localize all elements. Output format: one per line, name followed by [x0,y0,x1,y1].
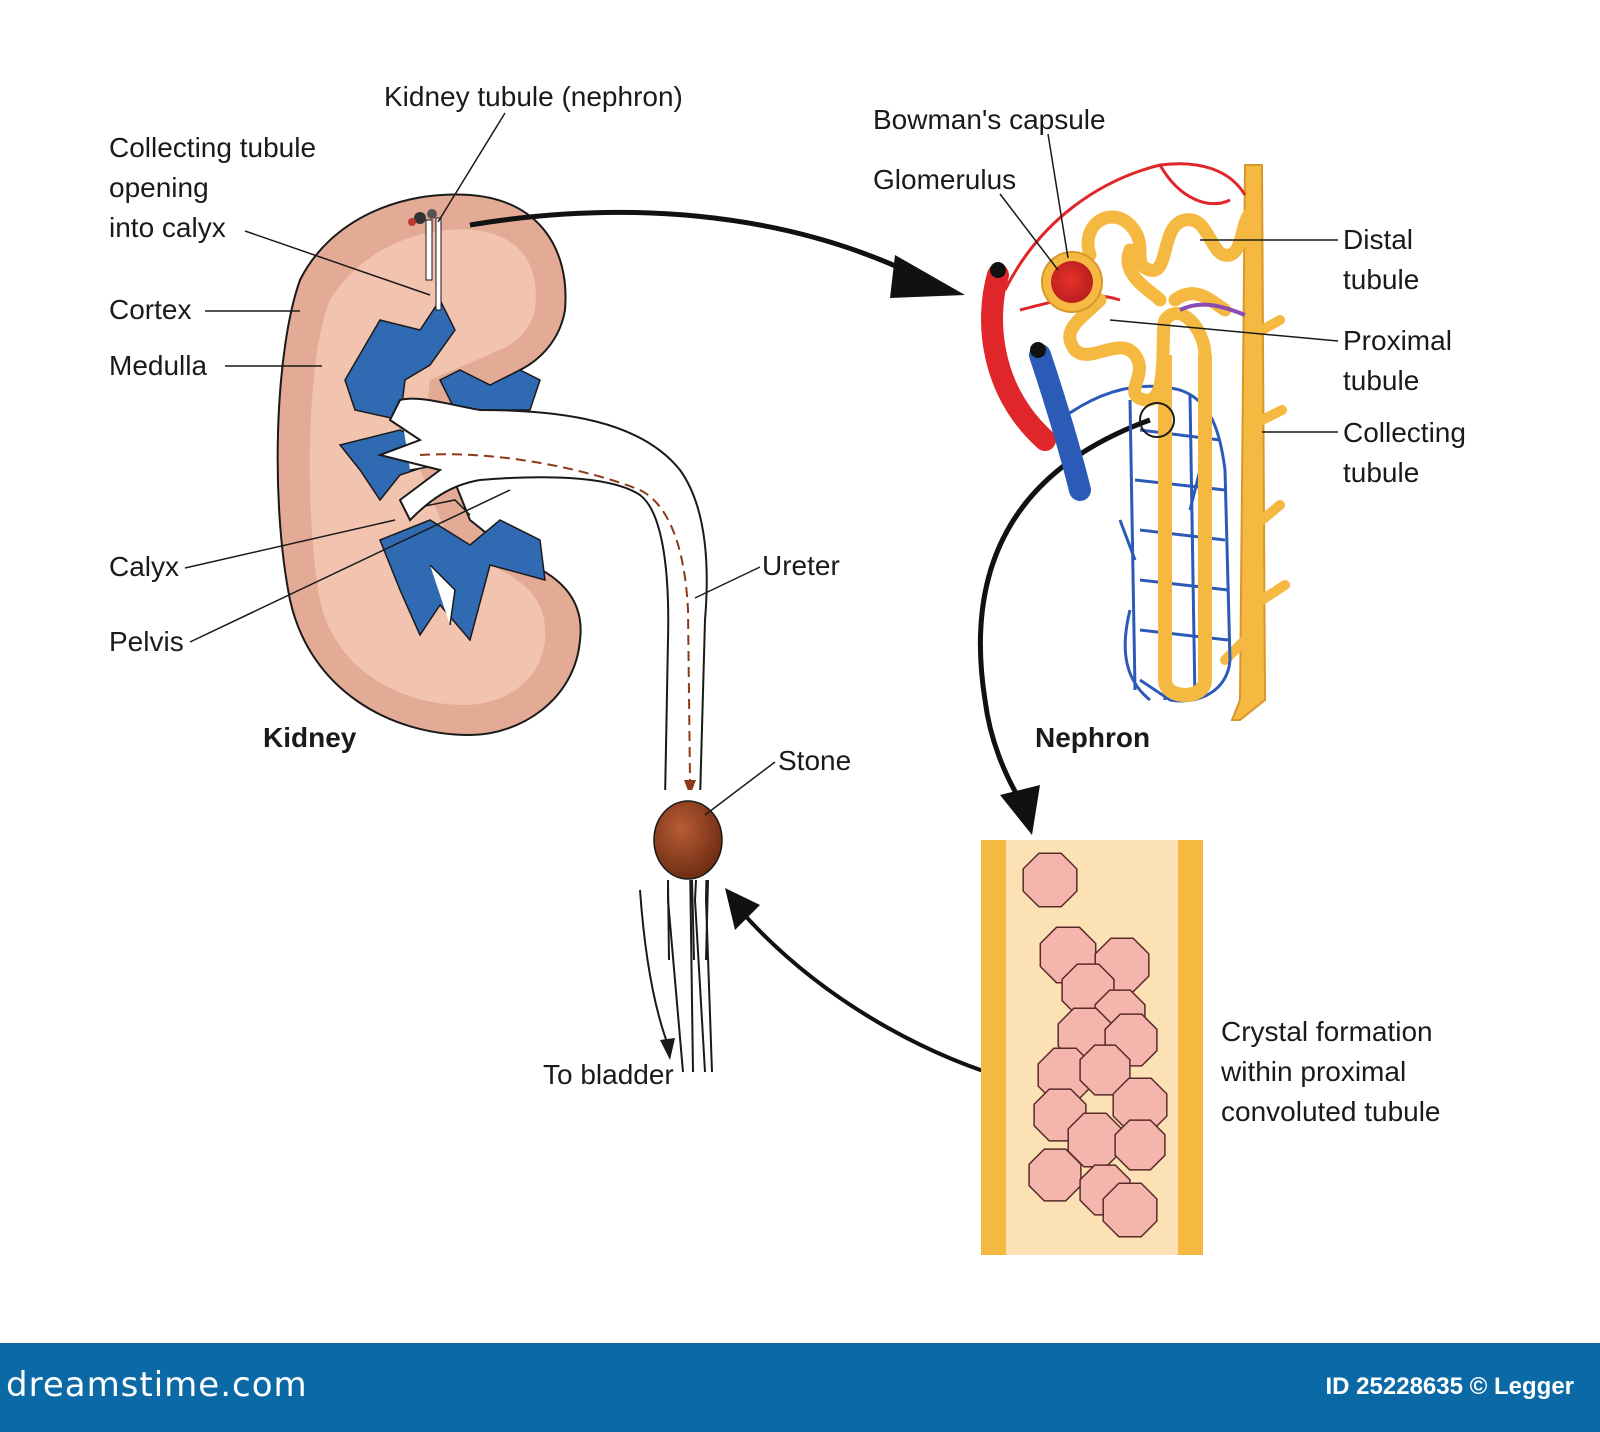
collecting-tubule-trunk [1230,164,1267,721]
footer-brand: dreamstime.com [6,1365,308,1405]
kidney-to-nephron-arrow [469,209,917,278]
glomerulus [1051,261,1093,303]
label-cortex: Cortex [109,294,192,325]
urine-flow-path [419,453,691,781]
label-calyx: Calyx [109,551,180,582]
label-kidney: Kidney [263,722,357,753]
stone-illustration [653,790,723,961]
footer-banner: dreamstime.com ID 25228635 © Legger [0,1343,1600,1432]
footer-credit: ID 25228635 © Legger [1325,1373,1574,1400]
kidney-stone-diagram [184,112,1339,1255]
cortex-nephron-detail [408,209,442,311]
label-nephron: Nephron [1035,722,1151,753]
label-bowmans-capsule: Bowman's capsule [873,104,1106,135]
renal-pelvis [376,397,708,801]
nephron-illustration [981,162,1290,721]
kidney-stone [653,800,723,880]
label-distal-tubule-2: tubule [1343,264,1420,295]
to-bladder-arrow [639,889,669,1046]
renal-vein [1029,344,1091,501]
kidney-calyx-lower [379,519,546,642]
loop-of-henle [1158,355,1212,702]
footer-bar [0,1343,1600,1432]
distal-convoluted-tubule [1081,203,1262,277]
label-kidney-tubule: Kidney tubule (nephron) [384,81,683,112]
label-distal-tubule-1: Distal [1343,224,1414,255]
label-glomerulus: Glomerulus [873,164,1017,195]
crystal [1028,1148,1082,1202]
kidney-calyx-upper [344,298,456,421]
label-proximal-tubule-2: tubule [1343,365,1420,396]
label-crystal-1: Crystal formation [1221,1016,1433,1047]
label-stone: Stone [778,745,852,776]
label-collecting-tubule-2: tubule [1343,457,1420,488]
label-pelvis: Pelvis [109,626,184,657]
crystal-tubule-illustration [981,840,1203,1255]
crystal [1114,1119,1166,1171]
label-crystal-2: within proximal [1221,1056,1407,1087]
kidney-illustration [276,193,713,1073]
label-collecting-tubule-1: Collecting [1343,417,1466,448]
label-ureter: Ureter [762,550,840,581]
label-crystal-3: convoluted tubule [1221,1096,1441,1127]
label-collecting-tubule-opening-1: Collecting tubule [109,132,317,163]
crystals [1022,852,1168,1238]
crystal [1102,1182,1158,1238]
label-collecting-tubule-opening-2: opening [109,172,209,203]
crystal [1079,1044,1131,1096]
label-to-bladder: To bladder [543,1059,674,1090]
label-proximal-tubule-1: Proximal [1343,325,1452,356]
label-collecting-tubule-opening-3: into calyx [109,212,226,243]
tubule-highlight-circle [1139,402,1175,438]
label-medulla: Medulla [109,350,208,381]
afferent-artery [981,264,1056,451]
crystal [1022,852,1078,908]
leader-lines [184,112,1339,816]
proximal-convoluted-tubule [1063,293,1212,407]
